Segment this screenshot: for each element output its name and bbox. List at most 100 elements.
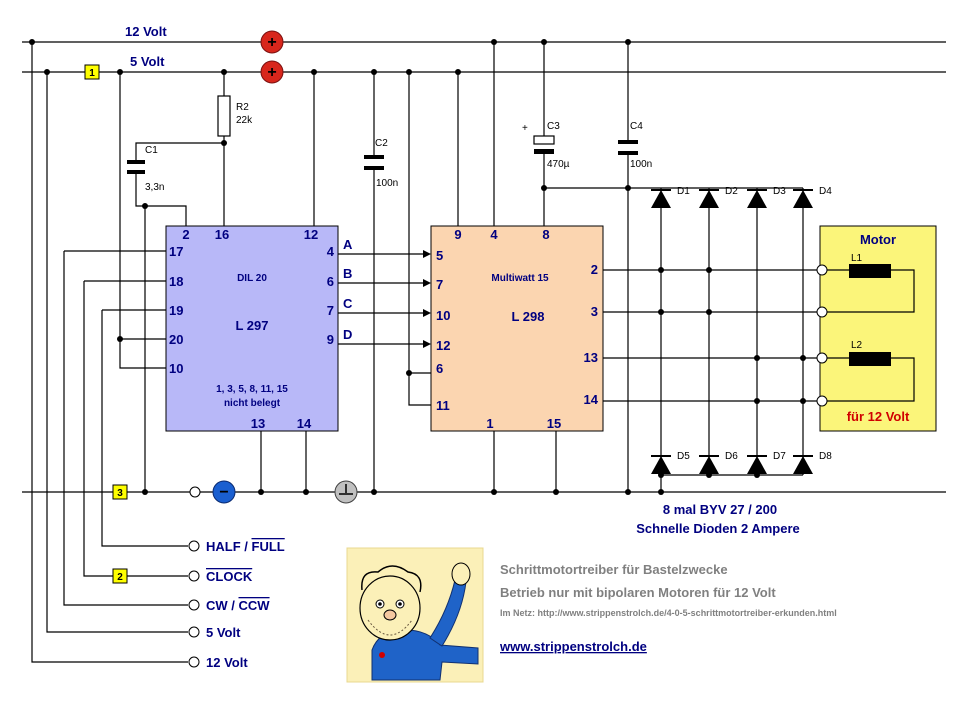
ic1-pin-7: 7: [327, 303, 334, 318]
c3-name: C3: [547, 121, 560, 132]
input-12v: 12 Volt: [206, 655, 248, 670]
svg-text:1: 1: [89, 68, 95, 79]
terminal-clock: [188, 570, 200, 582]
c1-name: C1: [145, 145, 158, 156]
svg-text:3: 3: [117, 488, 123, 499]
ic1-pin-13: 13: [251, 416, 265, 431]
ic2-pin-12: 12: [436, 338, 450, 353]
ic1-pin-4: 4: [327, 244, 335, 259]
diode-d2: D2: [725, 186, 738, 197]
caption-line-3: Im Netz: http://www.strippenstrolch.de/4…: [500, 608, 837, 618]
signal-d: D: [343, 327, 352, 342]
signal-c: C: [343, 296, 353, 311]
ic1-pin-18: 18: [169, 274, 183, 289]
c2-name: C2: [375, 138, 388, 149]
terminal-12v: [188, 656, 200, 668]
wire-cw-input: [63, 251, 188, 606]
ic1-pin-19: 19: [169, 303, 183, 318]
ic2-pin-14: 14: [584, 392, 599, 407]
ic1-pin-16: 16: [215, 227, 229, 242]
ic2-pin-7: 7: [436, 277, 443, 292]
c4-value: 100n: [630, 159, 652, 170]
c2-value: 100n: [376, 178, 398, 189]
wire-5v-input: [46, 72, 188, 633]
caption-line-1: Schrittmotortreiber für Bastelzwecke: [500, 562, 728, 577]
c2-plate-bottom: [364, 166, 384, 170]
ic1-pin-20: 20: [169, 332, 183, 347]
diode-d7: D7: [773, 451, 786, 462]
c4-name: C4: [630, 121, 643, 132]
ic2-pin-10: 10: [436, 308, 450, 323]
r2-value: 22k: [236, 115, 253, 126]
diode-d4: D4: [819, 186, 832, 197]
wire-half-input: [101, 310, 188, 547]
ic2-pin-3: 3: [591, 304, 598, 319]
motor-voltage: für 12 Volt: [847, 409, 910, 424]
c3-value: 470µ: [547, 159, 570, 170]
diode-column-4: [793, 188, 813, 475]
rail-12v-label: 12 Volt: [125, 24, 167, 39]
diode-d1: D1: [677, 186, 690, 197]
c4-plate-bottom: [618, 151, 638, 155]
junction-dots: [29, 39, 806, 495]
ic1-note2: nicht belegt: [224, 398, 281, 409]
diode-d6: D6: [725, 451, 738, 462]
ic2-pin-6: 6: [436, 361, 443, 376]
wire-c1-pin2: [135, 174, 187, 226]
diode-d8: D8: [819, 451, 832, 462]
c4-plate-top: [618, 140, 638, 144]
diode-column-1: [651, 188, 671, 492]
c3-plate-top: [533, 135, 555, 145]
ic2-pin-11: 11: [436, 398, 450, 413]
input-5v: 5 Volt: [206, 625, 241, 640]
ic1-pin-12: 12: [304, 227, 318, 242]
ic2-l298: [430, 225, 604, 432]
c1-value: 3,3n: [145, 182, 164, 193]
wire-clock-input: [83, 281, 188, 577]
wire-r2-c1: [135, 142, 224, 160]
motor-title: Motor: [860, 232, 896, 247]
ic1-pin-9: 9: [327, 332, 334, 347]
coil-l2: [849, 352, 891, 366]
diode-d5: D5: [677, 451, 690, 462]
input-cw-ccw: CW / CCW: [206, 598, 270, 613]
c2-plate-top: [364, 155, 384, 159]
caption-line-2: Betrieb nur mit bipolaren Motoren für 12…: [500, 585, 776, 600]
diode-column-2: [699, 188, 719, 475]
rail-5v-label: 5 Volt: [130, 54, 165, 69]
ic1-l297: [165, 225, 339, 432]
mascot-illustration: [346, 547, 484, 683]
diode-column-3: [747, 188, 767, 475]
marker-2: 2: [112, 568, 128, 584]
ic1-pin-6: 6: [327, 274, 334, 289]
ic2-name: L 298: [511, 309, 544, 324]
motor-box: [819, 225, 937, 432]
marker-1: 1: [84, 64, 100, 80]
signal-b: B: [343, 266, 352, 281]
svg-text:2: 2: [117, 572, 123, 583]
wire-pin10-5v: [119, 72, 166, 369]
caption-url[interactable]: www.strippenstrolch.de: [499, 639, 647, 654]
terminal-half-full: [188, 540, 200, 552]
ic2-package: Multiwatt 15: [491, 273, 549, 284]
c1-plate-top: [127, 160, 145, 164]
svg-text:−: −: [219, 484, 228, 501]
terminal-5v: [188, 626, 200, 638]
ic1-pin-14: 14: [297, 416, 312, 431]
ic2-pin-9: 9: [454, 227, 461, 242]
ic1-package: DIL 20: [237, 273, 267, 284]
r2-name: R2: [236, 102, 249, 113]
svg-text:+: +: [267, 34, 276, 51]
c3-plate-bottom: [534, 149, 554, 154]
diode-note-2: Schnelle Dioden 2 Ampere: [636, 521, 800, 536]
ic2-pin-1: 1: [486, 416, 493, 431]
ic2-pin-8: 8: [542, 227, 549, 242]
ic1-pin-17: 17: [169, 244, 183, 259]
ic1-note1: 1, 3, 5, 8, 11, 15: [216, 384, 288, 395]
wire-5v-l298: [408, 72, 431, 406]
signal-a: A: [343, 237, 353, 252]
ground-terminal: [189, 486, 201, 498]
ic2-pin-2: 2: [591, 262, 598, 277]
ic1-pin-2: 2: [182, 227, 189, 242]
